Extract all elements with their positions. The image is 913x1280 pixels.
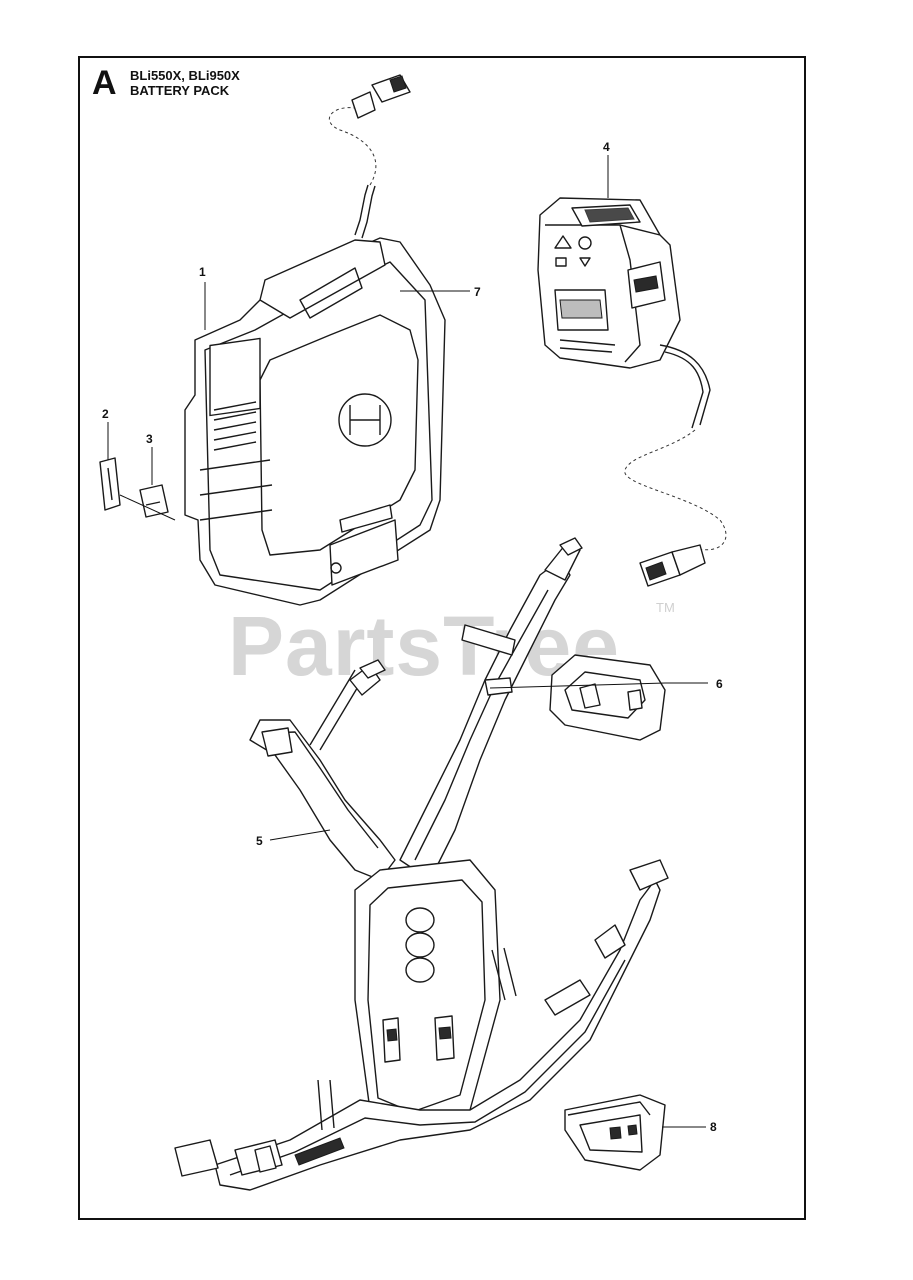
model-numbers: BLi550X, BLi950X bbox=[130, 68, 240, 83]
part-6-bracket[interactable] bbox=[549, 654, 666, 741]
vent-grill bbox=[209, 337, 261, 451]
callout-5: 5 bbox=[256, 834, 263, 848]
part-1-battery-pack[interactable] bbox=[184, 237, 446, 606]
callout-2: 2 bbox=[102, 407, 109, 421]
section-letter: A bbox=[92, 64, 117, 102]
husqvarna-logo-icon bbox=[338, 393, 392, 447]
callout-8: 8 bbox=[710, 1120, 717, 1134]
part-2-fuse-cover[interactable] bbox=[99, 457, 121, 511]
diagram-frame bbox=[78, 56, 806, 1220]
part-3-fuse[interactable] bbox=[139, 484, 169, 518]
callout-3: 3 bbox=[146, 432, 153, 446]
title-block: BLi550X, BLi950X BATTERY PACK bbox=[130, 68, 240, 98]
callout-1: 1 bbox=[199, 265, 206, 279]
trademark-mark: TM bbox=[656, 600, 675, 615]
warning-label bbox=[554, 235, 592, 267]
vent-grid bbox=[571, 204, 641, 227]
part-4-battery-adapter[interactable] bbox=[537, 197, 727, 587]
callout-7: 7 bbox=[474, 285, 481, 299]
callout-4: 4 bbox=[603, 140, 610, 154]
part-5-harness[interactable] bbox=[174, 537, 669, 1191]
callout-6: 6 bbox=[716, 677, 723, 691]
part-8-cover[interactable] bbox=[564, 1094, 666, 1171]
pack-cable bbox=[328, 74, 411, 239]
assembly-name: BATTERY PACK bbox=[130, 83, 230, 98]
